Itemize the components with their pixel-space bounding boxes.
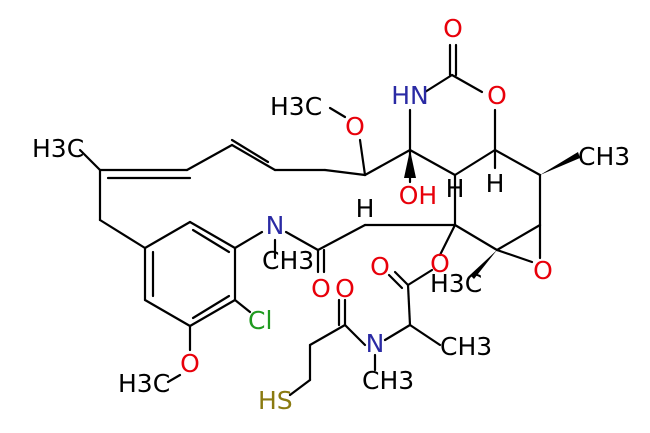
- hn-label: HN: [391, 81, 429, 110]
- ch3-nmethyl-label: CH3: [262, 246, 314, 275]
- h3c-epoxide-label: H3C: [430, 269, 482, 298]
- o-methoxy-top-label: O: [345, 112, 365, 141]
- o-ring-label: O: [487, 81, 507, 110]
- n-side-label: N: [366, 329, 385, 358]
- ch3-n-side-label: CH3: [362, 366, 414, 395]
- cl-label: Cl: [248, 306, 272, 335]
- h-right-label: H: [486, 169, 505, 198]
- o-amide-label: O: [311, 274, 331, 303]
- stereo-wedges: [404, 150, 580, 279]
- atom-labels: O HN O H3C O CH3 H H3C OH H H N CH3 O O …: [32, 14, 630, 415]
- h3c-methoxy-bottom-label: H3C: [118, 369, 170, 398]
- h-left-label: H: [356, 194, 375, 223]
- h3c-methoxy-top-label: H3C: [270, 92, 322, 121]
- o-ester-left-label: O: [370, 252, 390, 281]
- h3c-left-label: H3C: [32, 134, 84, 163]
- o-thio-carbonyl-label: O: [335, 274, 355, 303]
- oh-label: OH: [399, 181, 437, 210]
- bond-lines: [78, 43, 542, 397]
- n-amide-label: N: [266, 211, 285, 240]
- ch3-right-label: CH3: [578, 142, 630, 171]
- o-methoxy-bottom-label: O: [180, 349, 200, 378]
- ch3-alpha-label: CH3: [440, 332, 492, 361]
- o-carbonyl-top-label: O: [443, 14, 463, 43]
- o-ester-right-label: O: [430, 249, 450, 278]
- hs-label: HS: [258, 386, 293, 415]
- o-epoxide-label: O: [533, 256, 553, 285]
- h-mid-label: H: [446, 174, 465, 203]
